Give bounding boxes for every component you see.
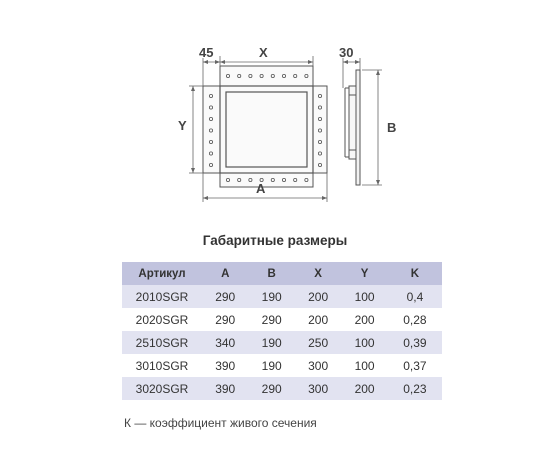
mounting-holes	[208, 74, 322, 182]
cell-b: 190	[261, 358, 282, 373]
mounting-hole	[293, 177, 298, 182]
cell-b: 290	[261, 381, 282, 396]
header-x: X	[314, 267, 322, 280]
cell-x: 300	[308, 381, 329, 396]
cell-y: 100	[354, 289, 375, 304]
inner-frame-inner	[225, 91, 308, 168]
cell-a: 390	[215, 358, 236, 373]
cell-x: 250	[308, 335, 329, 350]
header-k: K	[410, 267, 420, 280]
cell-y: 200	[354, 381, 375, 396]
header-y: Y	[360, 267, 369, 280]
inner-frame-outer	[219, 85, 314, 174]
dim-label-a: A	[256, 181, 266, 196]
cell-a: 290	[215, 289, 236, 304]
header-article: Артикул	[138, 267, 186, 280]
cell-x: 200	[308, 312, 329, 327]
mounting-hole	[237, 177, 242, 182]
cell-k: 0,37	[403, 358, 427, 373]
footnote: К — коэффициент живого сечения	[124, 416, 317, 430]
cell-y: 100	[354, 358, 375, 373]
cell-b: 190	[261, 335, 282, 350]
mounting-hole	[208, 139, 213, 144]
mounting-hole	[208, 162, 213, 167]
mounting-hole	[208, 105, 213, 110]
cell-k: 0,23	[403, 381, 427, 396]
mounting-hole	[317, 128, 322, 133]
cell-a: 290	[215, 312, 236, 327]
flange-notches	[203, 85, 327, 174]
mounting-hole	[248, 74, 253, 79]
flange-outline	[202, 65, 328, 188]
dim-label-b: B	[387, 120, 396, 135]
header-a: A	[221, 267, 230, 280]
mounting-hole	[317, 151, 322, 156]
mounting-hole	[304, 74, 309, 79]
technical-drawing: 45 X Y A 30 B	[178, 45, 396, 202]
mounting-hole	[225, 74, 230, 79]
cell-k: 0,39	[403, 335, 427, 350]
mounting-hole	[317, 94, 322, 99]
side-view	[344, 69, 361, 186]
dim-label-45: 45	[199, 45, 213, 60]
table-row: 2010SGR 290 190 200 100 0,4	[122, 285, 442, 308]
cell-article: 3010SGR	[135, 358, 189, 373]
cell-k: 0,28	[403, 312, 427, 327]
mounting-hole	[208, 94, 213, 99]
mounting-hole	[208, 117, 213, 122]
mounting-hole	[270, 74, 275, 79]
dim-label-x: X	[259, 45, 268, 60]
cell-y: 100	[354, 335, 375, 350]
cell-article: 2020SGR	[135, 312, 189, 327]
cell-a: 340	[215, 335, 236, 350]
mounting-hole	[304, 177, 309, 182]
mounting-hole	[259, 177, 264, 182]
front-view	[202, 65, 328, 188]
mounting-hole	[270, 177, 275, 182]
cell-x: 300	[308, 358, 329, 373]
dimensions-table: Артикул A B X Y K 2010SGR 290 190 200 10…	[122, 262, 442, 400]
mounting-hole	[225, 177, 230, 182]
dim-label-y: Y	[178, 118, 187, 133]
header-b: B	[267, 267, 276, 280]
table-header-row: Артикул A B X Y K	[122, 262, 442, 285]
dim-label-30: 30	[339, 45, 353, 60]
table-title: Габаритные размеры	[202, 233, 348, 248]
cell-x: 200	[308, 289, 329, 304]
table-row: 2510SGR 340 190 250 100 0,39	[122, 331, 442, 354]
mounting-hole	[281, 177, 286, 182]
mounting-hole	[317, 117, 322, 122]
table-row: 2020SGR 290 290 200 200 0,28	[122, 308, 442, 331]
mounting-hole	[317, 139, 322, 144]
cell-k: 0,4	[406, 289, 424, 304]
mounting-hole	[317, 105, 322, 110]
cell-article: 2510SGR	[135, 335, 189, 350]
mounting-hole	[259, 74, 264, 79]
mounting-hole	[317, 162, 322, 167]
cell-a: 390	[215, 381, 236, 396]
mounting-hole	[237, 74, 242, 79]
cell-article: 2010SGR	[135, 289, 189, 304]
cell-y: 200	[354, 312, 375, 327]
table-row: 3020SGR 390 290 300 200 0,23	[122, 377, 442, 400]
mounting-hole	[208, 151, 213, 156]
dimension-arrows	[191, 60, 380, 200]
cell-article: 3020SGR	[135, 381, 189, 396]
table-row: 3010SGR 390 190 300 100 0,37	[122, 354, 442, 377]
mounting-hole	[248, 177, 253, 182]
cell-b: 290	[261, 312, 282, 327]
mounting-hole	[208, 128, 213, 133]
mounting-hole	[281, 74, 286, 79]
cell-b: 190	[261, 289, 282, 304]
mounting-hole	[293, 74, 298, 79]
